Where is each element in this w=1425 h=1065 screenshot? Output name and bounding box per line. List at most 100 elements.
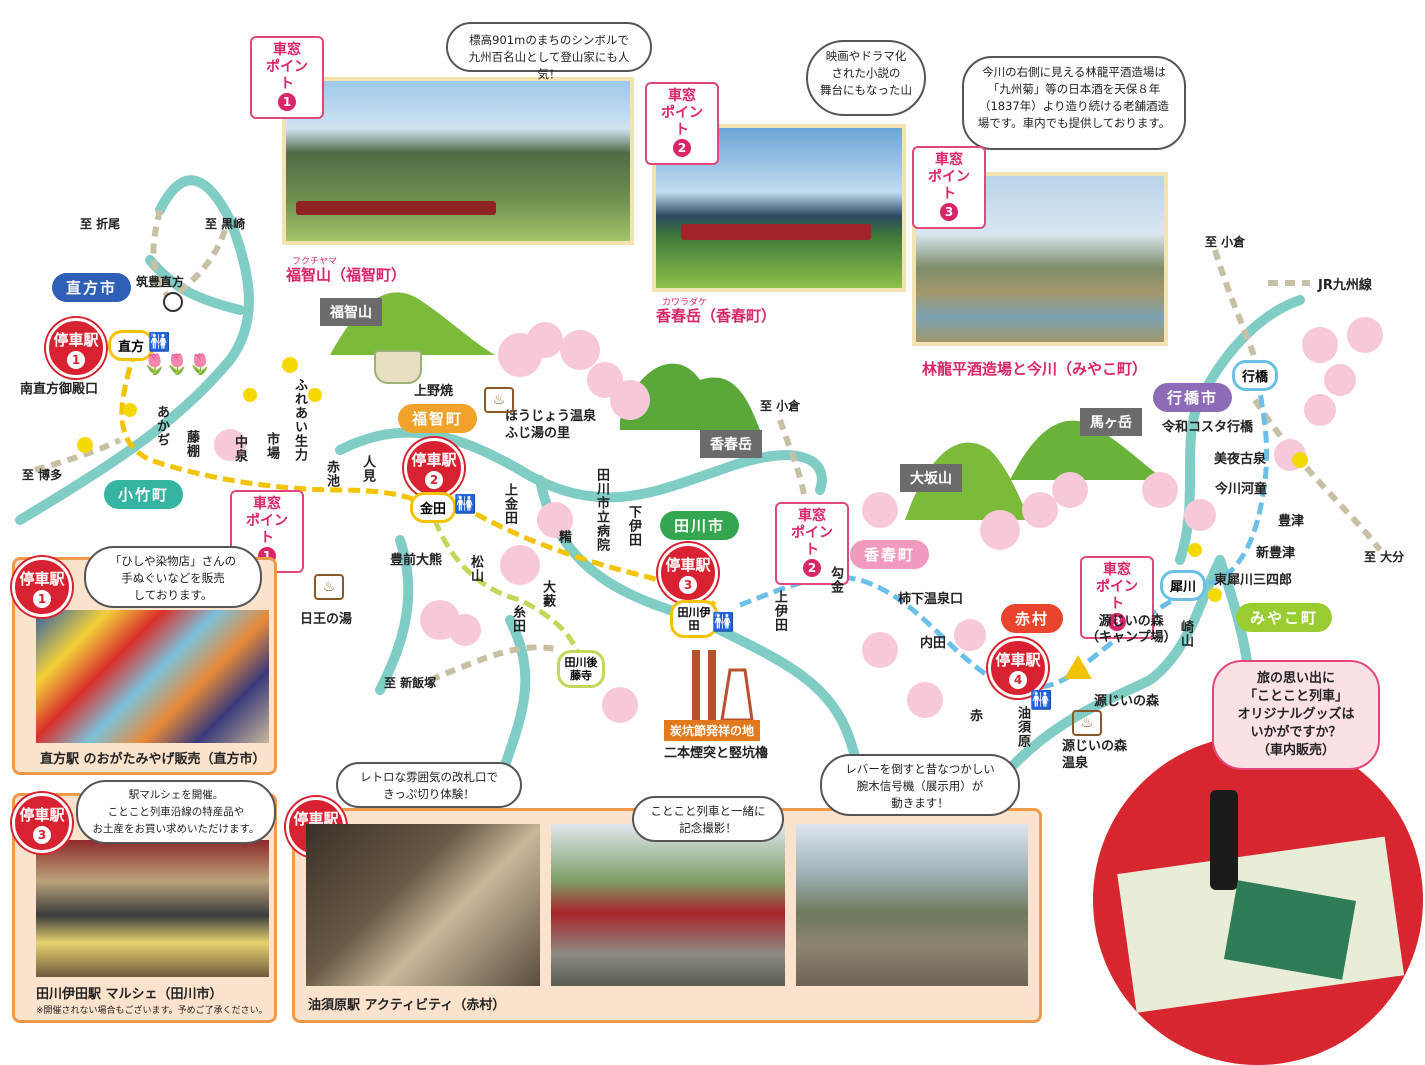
mountain-label-kawara: 香春岳 — [700, 430, 762, 458]
stop-label: 停車駅 — [19, 806, 65, 824]
station-buzenokuma: 豊前大熊 — [390, 553, 443, 568]
photo2-title: 香春岳（香春町） — [656, 307, 777, 325]
stop-number: 1 — [33, 590, 51, 608]
muni-tagawa: 田川市 — [660, 511, 740, 540]
scenic-point-number: 2 — [673, 139, 691, 157]
spot-hiou: 日王の湯 — [300, 612, 353, 627]
photo-fukuchiyama — [282, 77, 634, 245]
station-akaji: あかぢ — [154, 405, 169, 447]
toilet-icon-aburasuhara: 🚻 — [1030, 690, 1053, 711]
photo-lever — [796, 824, 1028, 986]
scenic-point-1-top: 車窓 ポイント 1 — [250, 36, 324, 119]
heisei-line-green — [432, 519, 583, 661]
onsen-icon-houjou: ♨ — [484, 387, 514, 413]
direction-kokura-1: 至 小倉 — [760, 399, 801, 413]
scenic-point-number: 3 — [940, 203, 958, 221]
photo1-bubble: 標高901mのまちのシンボルで 九州百名山として登山家にも人気！ — [446, 22, 652, 81]
scenic-point-label: 車窓 ポイント — [266, 42, 308, 92]
stop-label: 停車駅 — [665, 556, 711, 574]
scenic-point-number: 1 — [278, 93, 296, 111]
station-genjiinomori: 源じいの森 — [1094, 694, 1160, 709]
stop-number: 2 — [425, 471, 443, 489]
jr-lines — [34, 209, 1383, 683]
scenic-point-number: 2 — [803, 559, 821, 577]
muni-fukuchi: 福智町 — [398, 404, 478, 433]
stop-3: 停車駅 3 — [658, 543, 718, 603]
station-kanada: 金田 — [410, 492, 457, 523]
scenic-point-label: 車窓 ポイント — [246, 496, 288, 546]
mountain-label-fukuchi: 福智山 — [320, 298, 382, 326]
heisei-line-blue — [739, 389, 1270, 691]
station-imagawakappa: 今川河童 — [1215, 482, 1268, 497]
spot-tankou: 二本煙突と竪坑櫓 — [664, 746, 769, 761]
panel-1-caption: 直方駅 のおがたみやげ販売（直方市） — [40, 752, 266, 767]
station-magari: 勾金 — [828, 566, 843, 594]
mountain-label-umagatake: 馬ヶ岳 — [1080, 408, 1142, 436]
stop-label: 停車駅 — [293, 810, 339, 828]
station-kakinoshita: 柿下温泉口 — [898, 592, 964, 607]
agano-cups-icon — [374, 350, 422, 384]
sakura-trees — [214, 317, 1383, 723]
scenic-point-label: 車窓 ポイント — [791, 508, 833, 558]
scenic-point-number: 3 — [1108, 613, 1126, 631]
stop-label: 停車駅 — [19, 570, 65, 588]
toilet-icon-nogata: 🚻 — [148, 332, 171, 353]
station-akaike: 赤池 — [324, 460, 339, 488]
mountain-umagatake — [1010, 420, 1165, 480]
spot-genjii-onsen: 源じいの森 温泉 — [1062, 739, 1128, 771]
panel-3-bubble: 駅マルシェを開催。 ことこと列車沿線の特産品や お土産をお買い求めいただけます。 — [76, 780, 276, 844]
bubble-retro: レトロな雰囲気の改札口で きっぷ切り体験！ — [336, 762, 522, 808]
muni-akamura: 赤村 — [1001, 604, 1064, 633]
tulip-icons: 🌷🌷🌷 — [142, 352, 213, 376]
stop-number: 3 — [33, 826, 51, 844]
ruby-fukuchi: フクチヤマ — [292, 257, 338, 267]
direction-hakata: 至 博多 — [22, 468, 63, 482]
station-reiwa: 令和コスタ行橋 — [1162, 420, 1254, 435]
muni-kotake: 小竹町 — [104, 480, 184, 509]
station-aburasuhara: 油須原 — [1015, 706, 1030, 748]
muni-yukuhashi: 行橋市 — [1153, 383, 1233, 412]
station-uchida: 内田 — [920, 636, 947, 651]
panel-3-caption: 田川伊田駅 マルシェ（田川市） — [36, 987, 223, 1002]
toilet-icon-tagawaita: 🚻 — [712, 612, 735, 633]
bubble-lever: レバーを倒すと昔なつかしい 腕木信号機（展示用）が 動きます！ — [820, 754, 1020, 816]
tent-icon — [1064, 655, 1092, 679]
stop-number: 4 — [1009, 671, 1027, 689]
mountain-osaka — [905, 442, 1030, 520]
photo-marche — [36, 840, 269, 977]
photo-tenugui — [36, 610, 269, 743]
station-miyakokokeda: 美夜古泉 — [1214, 452, 1267, 467]
station-minaminogata: 南直方御殿口 — [20, 382, 99, 397]
photo1-title: 福智山（福智町） — [286, 266, 407, 284]
direction-orio: 至 折尾 — [80, 217, 121, 231]
station-chikuhou-nogata: 筑豊直方 — [136, 275, 185, 289]
station-higashisaigawa: 東犀川三四郎 — [1214, 573, 1293, 588]
station-fureai: ふれあい生力 — [292, 378, 307, 462]
scenic-point-3-top: 車窓 ポイント 3 — [912, 146, 986, 229]
station-shimoita: 下伊田 — [626, 505, 641, 547]
station-hitomi: 人見 — [360, 455, 375, 483]
mountain-label-osaka: 大坂山 — [900, 464, 962, 492]
jr-legend: JR九州線 — [1318, 278, 1372, 293]
station-ooyabu: 大藪 — [540, 580, 555, 608]
direction-kurosaki: 至 黒崎 — [205, 217, 246, 231]
spot-agano: 上野焼 — [414, 384, 454, 399]
stop-2: 停車駅 2 — [404, 438, 464, 498]
station-kamikanada: 上金田 — [502, 483, 517, 525]
toilet-icon-kanada: 🚻 — [454, 494, 477, 515]
stop-number: 3 — [679, 576, 697, 594]
photo3-title: 林龍平酒造場と今川（みやこ町） — [922, 360, 1148, 378]
onsen-icon-genjii: ♨ — [1072, 710, 1102, 736]
photo2-bubble: 映画やドラマ化 された小説の 舞台にもなった山 — [806, 40, 926, 116]
muni-kawara: 香春町 — [850, 540, 930, 569]
photo-kinen — [551, 824, 785, 986]
scenic-point-2-map: 車窓 ポイント 2 — [775, 502, 849, 585]
bubble-goods: 旅の思い出に 「ことこと列車」 オリジナルグッズは いかがですか？ （車内販売） — [1212, 660, 1380, 770]
muni-miyako: みやこ町 — [1236, 603, 1333, 632]
station-shintoyotsu: 新豊津 — [1256, 546, 1296, 561]
station-aka: 赤 — [970, 709, 984, 724]
station-nakaizumi: 中泉 — [232, 435, 247, 463]
direction-kokura-2: 至 小倉 — [1205, 235, 1246, 249]
